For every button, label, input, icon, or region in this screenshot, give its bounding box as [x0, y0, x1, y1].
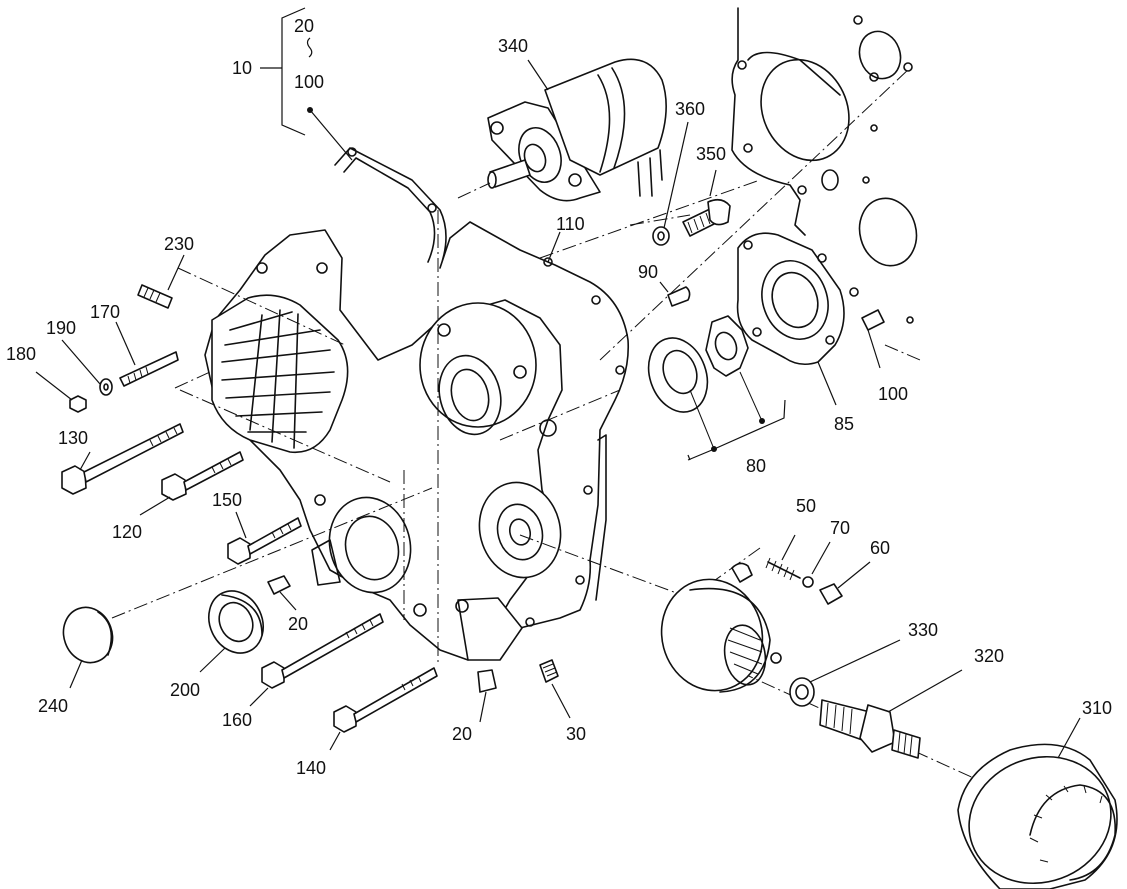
callout-170: 170 [90, 302, 120, 322]
pin-90 [667, 286, 691, 307]
callout-200: 200 [170, 680, 200, 700]
assembly-centerlines [111, 67, 1001, 791]
fitting-350 [682, 198, 731, 237]
callout-60: 60 [870, 538, 890, 558]
callout-20: 20 [452, 724, 472, 744]
gasket-330 [789, 677, 815, 707]
plug-20-bottom [477, 669, 497, 693]
bolt-150 [227, 517, 302, 565]
oil-pump-rotor [647, 315, 786, 461]
relief-valve-parts [731, 557, 843, 605]
bolt-130 [61, 423, 184, 495]
callout-120: 120 [112, 522, 142, 542]
bolt-120 [161, 451, 244, 501]
callout-labels: 10 20 100 340 360 350 110 230 170 190 18… [6, 16, 1112, 778]
stud-230 [137, 284, 173, 309]
callout-180: 180 [6, 344, 36, 364]
stud-170 [119, 351, 179, 387]
callout-150: 150 [212, 490, 242, 510]
callout-310: 310 [1082, 698, 1112, 718]
callout-140: 140 [296, 758, 326, 778]
solenoid-340 [457, 58, 667, 202]
callout-330: 330 [908, 620, 938, 640]
callout-leaders [35, 7, 1081, 759]
pump-cover-85 [736, 232, 845, 366]
callout-10: 10 [232, 58, 252, 78]
timing-cover-gasket [334, 147, 630, 631]
callout-50: 50 [796, 496, 816, 516]
callout-160: 160 [222, 710, 252, 730]
callout-90: 90 [638, 262, 658, 282]
engine-block-gasket [731, 7, 921, 361]
plug-20-left [267, 575, 291, 595]
callout-230: 230 [164, 234, 194, 254]
oil-filter-310 [957, 743, 1118, 889]
callout-340: 340 [498, 36, 528, 56]
washer-190 [99, 378, 113, 396]
callout-350: 350 [696, 144, 726, 164]
nut-180 [69, 395, 87, 413]
plug-30 [539, 659, 559, 683]
callout-190: 190 [46, 318, 76, 338]
callout-20: 20 [294, 16, 314, 36]
callout-110: 110 [556, 214, 585, 234]
callout-360: 360 [675, 99, 705, 119]
cap-240 [62, 606, 114, 664]
adapter-320 [819, 699, 921, 759]
callout-20: 20 [288, 614, 308, 634]
callout-30: 30 [566, 724, 586, 744]
callout-240: 240 [38, 696, 68, 716]
timing-cover [204, 229, 563, 661]
callout-70: 70 [830, 518, 850, 538]
callout-130: 130 [58, 428, 88, 448]
bolt-140 [333, 667, 438, 733]
seal-200 [208, 590, 264, 654]
filter-head [660, 578, 782, 693]
callout-80: 80 [746, 456, 766, 476]
screw-100 [861, 309, 885, 331]
callout-320: 320 [974, 646, 1004, 666]
fitting-360 [652, 226, 670, 246]
callout-100: 100 [878, 384, 908, 404]
callout-100: 100 [294, 72, 324, 92]
bolt-160 [261, 613, 384, 689]
callout-85: 85 [834, 414, 854, 434]
